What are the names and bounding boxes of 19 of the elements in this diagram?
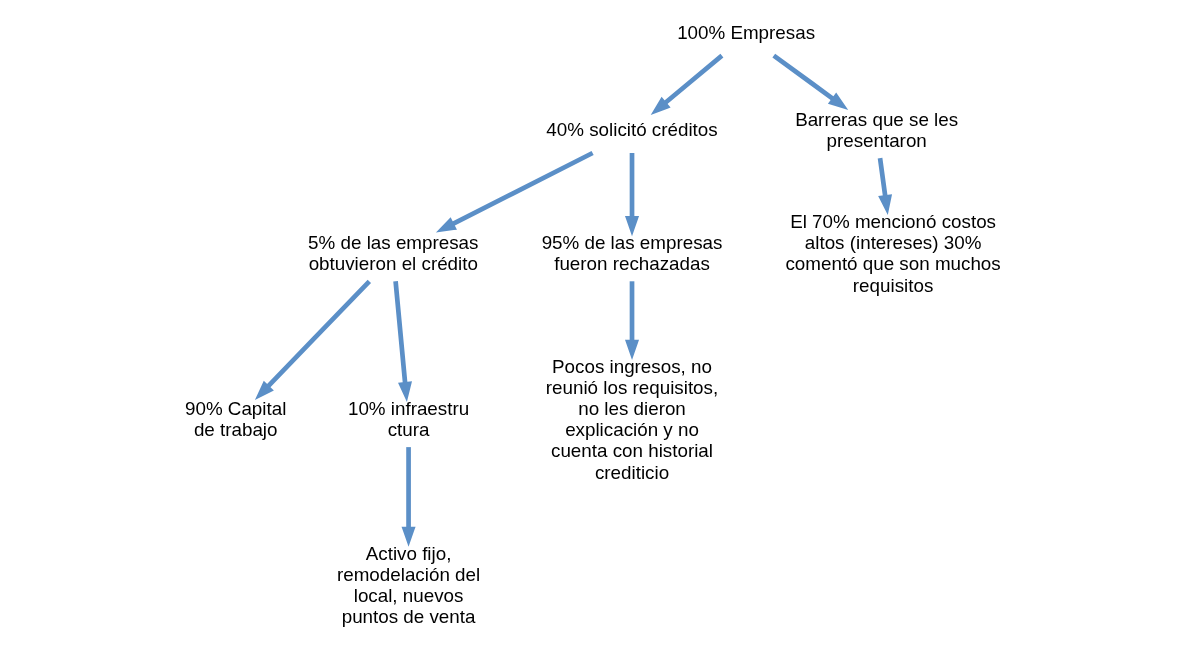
arrow bbox=[435, 150, 594, 233]
node-text: Pocos ingresos, no reunió los requisitos, no les dieron explicación y no cuenta con historial crediticio bbox=[545, 355, 718, 483]
node-text: 100% Empresas bbox=[676, 21, 815, 43]
node-text: Barreras que se les presentaron bbox=[794, 108, 958, 151]
arrow bbox=[771, 53, 848, 110]
node-text: 95% de las empresas fueron rechazadas bbox=[541, 232, 722, 275]
arrow bbox=[877, 157, 892, 216]
arrow bbox=[392, 281, 412, 402]
node-text: 90% Capital de trabajo bbox=[184, 398, 286, 441]
arrow bbox=[624, 281, 639, 360]
node-text: 5% de las empresas obtuvieron el crédito bbox=[307, 232, 478, 275]
arrow bbox=[624, 153, 639, 237]
node-text: 40% solicitó créditos bbox=[545, 119, 718, 141]
arrow bbox=[401, 447, 416, 547]
node-text: Activo fijo, remodelación del local, nuevos puntos de venta bbox=[336, 542, 480, 628]
arrow bbox=[650, 53, 723, 115]
arrow bbox=[254, 279, 371, 400]
node-text: El 70% mencionó costos altos (intereses) 30% comentó que son muchos requisitos bbox=[784, 211, 1001, 296]
node-text: 10% infraestructura bbox=[347, 398, 469, 441]
